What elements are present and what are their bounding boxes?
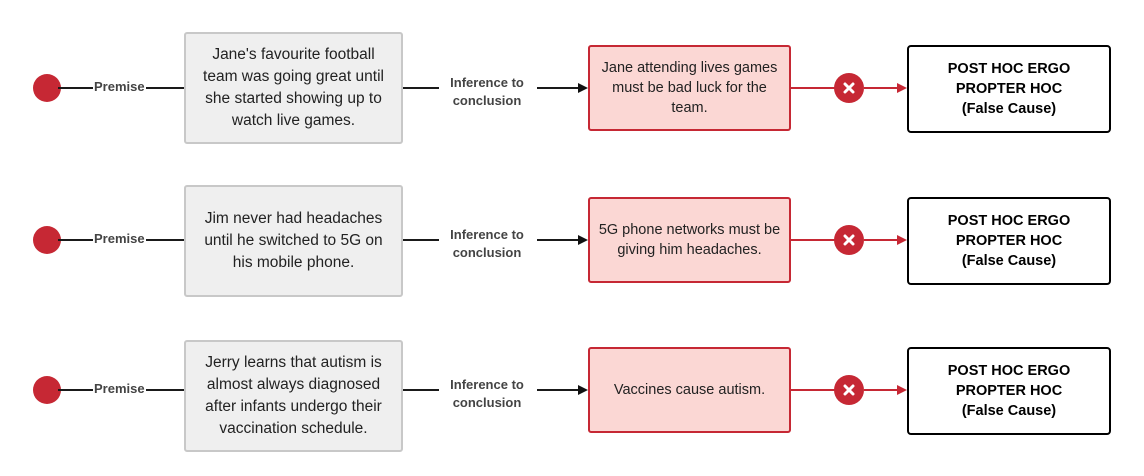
verdict-box: POST HOC ERGO PROPTER HOC (False Cause): [907, 347, 1111, 435]
premise-label: Premise: [93, 79, 146, 95]
verdict-box: POST HOC ERGO PROPTER HOC (False Cause): [907, 197, 1111, 285]
verdict-line-1: POST HOC ERGO: [947, 213, 1071, 229]
verdict-line-3: (False Cause): [961, 253, 1057, 269]
start-dot-icon: [33, 74, 61, 102]
inference-arrow-line: [537, 239, 579, 241]
inference-label-line-1: Inference to: [450, 75, 524, 90]
verdict-arrow-line: [864, 239, 898, 241]
verdict-line-1: POST HOC ERGO: [947, 61, 1071, 77]
inference-label: Inference to conclusion: [432, 376, 542, 412]
verdict-arrowhead-icon: [897, 83, 907, 93]
conclusion-box: Jane attending lives games must be bad l…: [588, 45, 791, 131]
inference-connector-line: [403, 87, 439, 89]
argument-row-2: Premise Jim never had headaches until he…: [0, 171, 1144, 311]
verdict-line-2: PROPTER HOC: [955, 81, 1063, 97]
fallacy-connector-line: [791, 239, 835, 241]
fallacy-connector-line: [791, 389, 835, 391]
verdict-arrowhead-icon: [897, 235, 907, 245]
start-dot-icon: [33, 376, 61, 404]
verdict-arrow-line: [864, 87, 898, 89]
inference-label-line-2: conclusion: [452, 245, 522, 260]
inference-label-line-1: Inference to: [450, 377, 524, 392]
inference-label: Inference to conclusion: [432, 74, 542, 110]
x-circle-icon: [834, 73, 864, 103]
inference-label-line-2: conclusion: [452, 395, 522, 410]
inference-arrowhead-icon: [578, 83, 588, 93]
verdict-arrow-line: [864, 389, 898, 391]
start-dot-icon: [33, 226, 61, 254]
verdict-box: POST HOC ERGO PROPTER HOC (False Cause): [907, 45, 1111, 133]
premise-box: Jane's favourite football team was going…: [184, 32, 403, 144]
conclusion-box: Vaccines cause autism.: [588, 347, 791, 433]
verdict-line-2: PROPTER HOC: [955, 383, 1063, 399]
inference-arrowhead-icon: [578, 235, 588, 245]
inference-label-line-1: Inference to: [450, 227, 524, 242]
inference-connector-line: [403, 389, 439, 391]
x-circle-icon: [834, 225, 864, 255]
inference-label: Inference to conclusion: [432, 226, 542, 262]
conclusion-box: 5G phone networks must be giving him hea…: [588, 197, 791, 283]
inference-arrow-line: [537, 389, 579, 391]
argument-row-3: Premise Jerry learns that autism is almo…: [0, 326, 1144, 466]
inference-label-line-2: conclusion: [452, 93, 522, 108]
verdict-line-3: (False Cause): [961, 403, 1057, 419]
inference-arrowhead-icon: [578, 385, 588, 395]
fallacy-connector-line: [791, 87, 835, 89]
verdict-arrowhead-icon: [897, 385, 907, 395]
premise-box: Jim never had headaches until he switche…: [184, 185, 403, 297]
verdict-line-2: PROPTER HOC: [955, 233, 1063, 249]
argument-row-1: Premise Jane's favourite football team w…: [0, 18, 1144, 158]
verdict-line-3: (False Cause): [961, 101, 1057, 117]
inference-arrow-line: [537, 87, 579, 89]
verdict-line-1: POST HOC ERGO: [947, 363, 1071, 379]
x-circle-icon: [834, 375, 864, 405]
inference-connector-line: [403, 239, 439, 241]
premise-box: Jerry learns that autism is almost alway…: [184, 340, 403, 452]
premise-label: Premise: [93, 381, 146, 397]
premise-label: Premise: [93, 231, 146, 247]
